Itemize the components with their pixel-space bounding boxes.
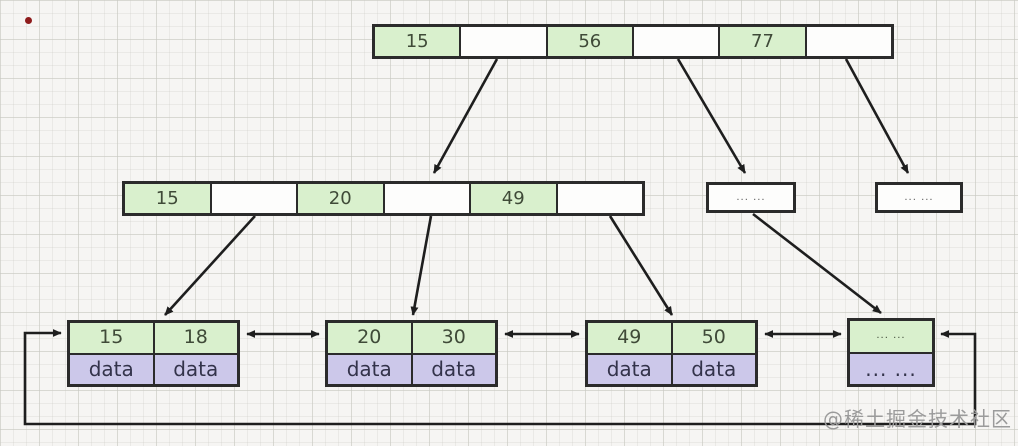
leaf-data-cell: data	[588, 354, 673, 384]
leaf-data-cell: data	[412, 354, 495, 384]
root-node: 15 56 77	[372, 24, 894, 59]
root-key-cell: 56	[547, 27, 634, 56]
internal-pointer-cell	[557, 184, 642, 213]
leaf-key-cell: ... ...	[850, 321, 932, 352]
leaf-key-row: ... ...	[850, 321, 932, 354]
ellipsis-label: ... ...	[736, 192, 766, 203]
leaf-key-cell: 20	[328, 323, 413, 353]
root-pointer-cell	[461, 27, 548, 56]
arrow-root-to-ellipsis1	[676, 58, 747, 174]
leaf-data-cell: data	[154, 354, 237, 384]
internal-key-cell: 20	[298, 184, 385, 213]
internal-key-cell: 15	[125, 184, 212, 213]
leaf-data-row: data data	[588, 354, 755, 384]
leaf-key-cell: 18	[154, 323, 237, 353]
leaf-key-row: 49 50	[588, 323, 755, 355]
arrow-internal-to-leaf2	[410, 215, 433, 316]
red-dot-marker	[25, 17, 32, 24]
leaf-node-1: 15 18 data data	[67, 320, 240, 387]
leaf-key-row: 15 18	[70, 323, 237, 355]
leaf-data-row: data data	[328, 354, 495, 384]
leaf-key-row: 20 30	[328, 323, 495, 355]
internal-node: 15 20 49	[122, 181, 645, 216]
internal-key-cell: 49	[471, 184, 558, 213]
root-key-cell: 77	[720, 27, 807, 56]
root-pointer-cell	[633, 27, 721, 56]
ellipsis-node-2: ... ...	[875, 182, 963, 213]
leaf-data-cell: data	[70, 354, 155, 384]
leaf-key-cell: 30	[412, 323, 495, 353]
root-pointer-cell	[806, 27, 891, 56]
leaf-key-cell: 49	[588, 323, 673, 353]
arrow-root-to-ellipsis2	[844, 58, 910, 174]
arrow-ellipsis1-to-leaf4	[752, 212, 882, 315]
watermark-text: @稀土掘金技术社区	[823, 407, 1012, 431]
leaf-data-cell: ... ...	[850, 353, 932, 384]
ellipsis-node-1: ... ...	[706, 182, 796, 213]
leaf-data-cell: data	[672, 354, 755, 384]
arrow-root-to-internal	[432, 58, 499, 174]
leaf-data-cell: data	[328, 354, 413, 384]
leaf-node-3: 49 50 data data	[585, 320, 758, 387]
leaf-key-cell: 50	[672, 323, 755, 353]
leaf-data-row: data data	[70, 354, 237, 384]
internal-pointer-cell	[384, 184, 471, 213]
leaf-node-2: 20 30 data data	[325, 320, 498, 387]
leaf-key-cell: 15	[70, 323, 155, 353]
leaf-node-4: ... ... ... ...	[847, 318, 935, 387]
arrow-internal-to-leaf3	[608, 215, 674, 316]
root-key-cell: 15	[375, 27, 462, 56]
ellipsis-label: ... ...	[904, 192, 934, 203]
arrow-internal-to-leaf1	[164, 215, 256, 316]
internal-pointer-cell	[211, 184, 298, 213]
leaf-data-row: ... ...	[850, 353, 932, 384]
